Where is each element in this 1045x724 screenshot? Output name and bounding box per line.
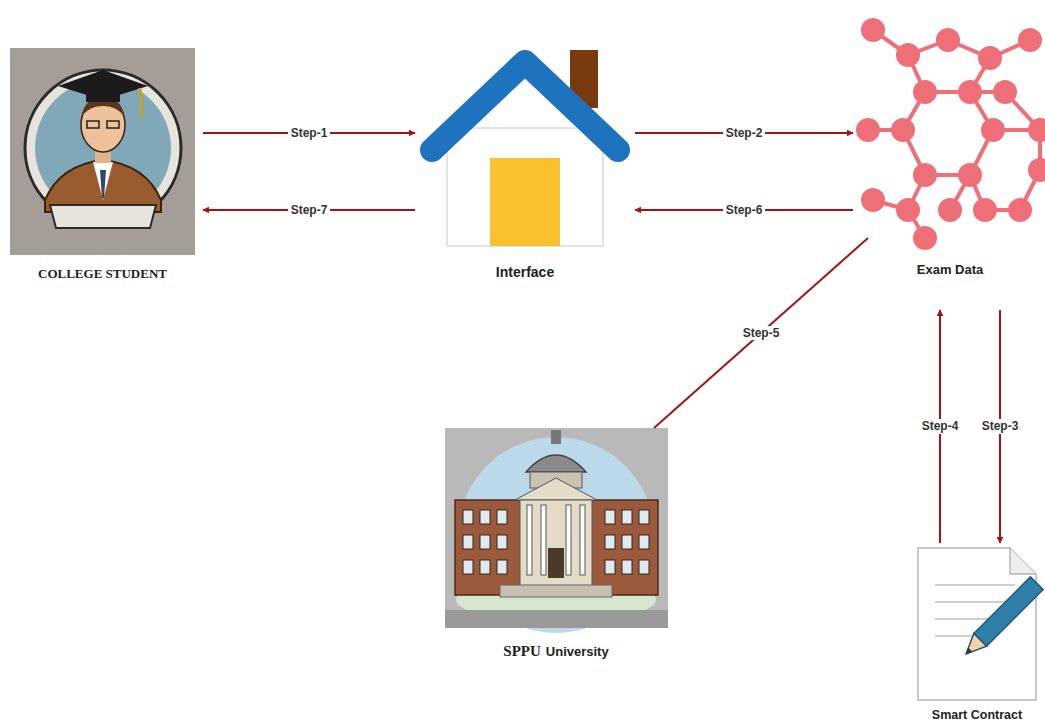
- step-label: Step-1: [288, 126, 331, 140]
- step-label: Step-6: [723, 203, 766, 217]
- step-label: Step-7: [288, 203, 331, 217]
- node-label: Exam Data: [917, 263, 983, 278]
- house-icon: [432, 50, 618, 246]
- exam-data-node: Exam Data: [856, 16, 1044, 278]
- node-label: COLLEGE STUDENT: [38, 267, 167, 282]
- university-node: SPPU University: [440, 424, 672, 660]
- university-illustration: [445, 428, 668, 633]
- flow-arrow: [654, 238, 868, 428]
- node-label: SPPU: [503, 643, 541, 660]
- step-label: Step-5: [740, 326, 783, 340]
- node-label: University: [546, 645, 609, 660]
- interface-node: Interface: [418, 40, 632, 280]
- step-label: Step-2: [723, 126, 766, 140]
- step-label: Step-4: [919, 419, 962, 433]
- node-label: Interface: [496, 264, 554, 280]
- student-node: COLLEGE STUDENT: [5, 46, 200, 282]
- contract-icon: [918, 548, 1043, 700]
- network-icon: [858, 20, 1045, 248]
- step-label: Step-3: [979, 419, 1022, 433]
- student-illustration: [10, 48, 195, 255]
- node-label: Smart Contract: [932, 708, 1022, 722]
- contract-node: Smart Contract: [912, 543, 1042, 722]
